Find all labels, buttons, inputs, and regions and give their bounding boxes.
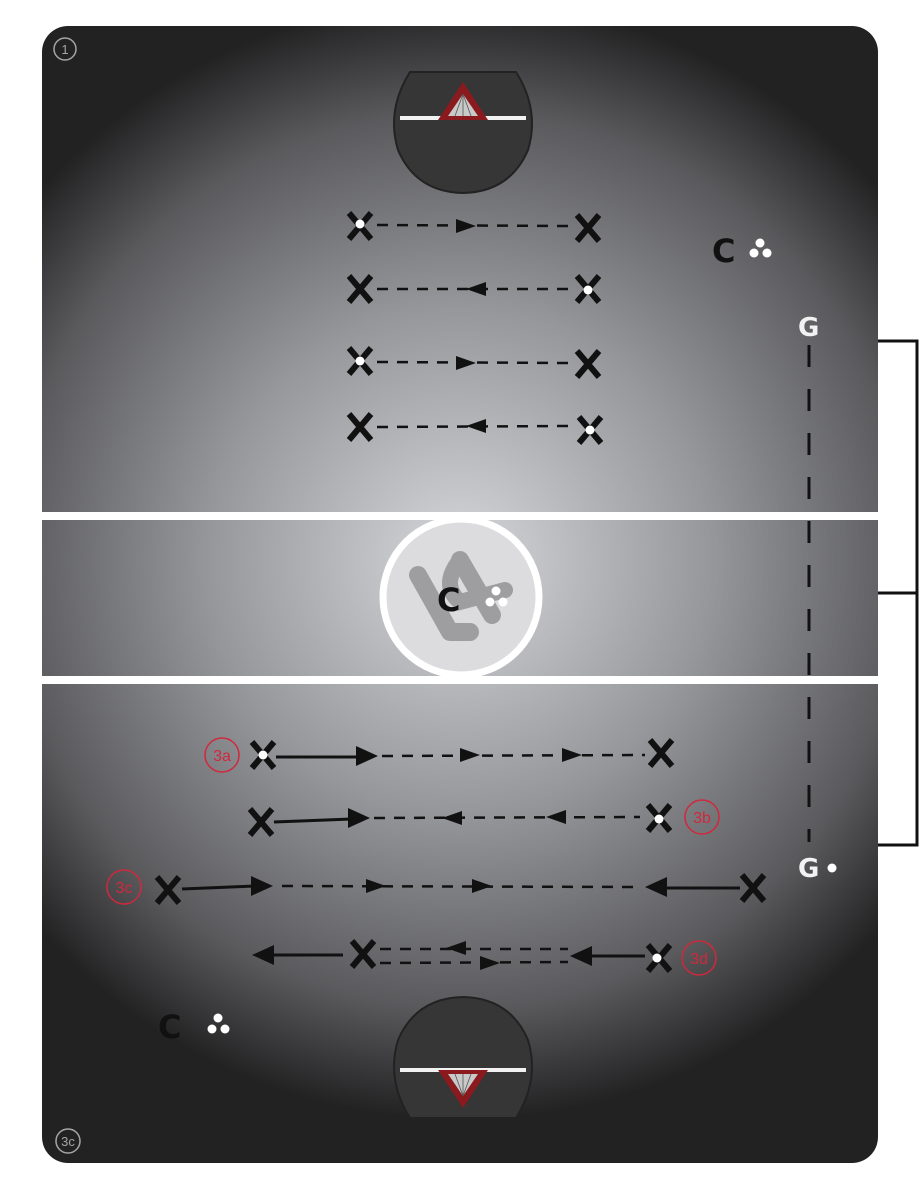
svg-text:C: C xyxy=(158,1008,181,1046)
svg-text:3a: 3a xyxy=(213,748,231,765)
svg-text:G: G xyxy=(798,854,819,884)
drill-label-3b: 3b xyxy=(684,799,720,835)
top-pass-drill xyxy=(349,213,601,443)
coach-bottom: C xyxy=(158,1008,230,1046)
balls-icon xyxy=(749,238,772,258)
pass-row xyxy=(349,276,599,302)
corner-label-bottom-left: 3c xyxy=(55,1128,81,1154)
svg-text:3b: 3b xyxy=(693,810,711,827)
drill-3a: 3a xyxy=(204,737,672,773)
drill-3b: 3b xyxy=(250,799,720,835)
svg-text:G: G xyxy=(798,313,819,343)
svg-text:3c: 3c xyxy=(61,1134,75,1149)
top-goal-crease xyxy=(393,71,533,195)
svg-text:C: C xyxy=(712,232,735,270)
svg-text:3c: 3c xyxy=(116,880,133,897)
goalie-bottom: G xyxy=(798,854,837,884)
ball-icon xyxy=(827,863,837,873)
drill-label-3d: 3d xyxy=(681,940,717,976)
pass-row xyxy=(349,414,601,443)
balls-icon xyxy=(485,586,508,607)
svg-text:1: 1 xyxy=(61,42,68,57)
svg-text:3d: 3d xyxy=(690,951,708,968)
bottom-goal-crease xyxy=(393,995,533,1119)
restraining-line-bottom xyxy=(42,676,878,684)
coach-top: C xyxy=(712,232,772,270)
bracket xyxy=(878,339,919,847)
drill-3d: 3d xyxy=(252,940,717,976)
drill-3c: 3c xyxy=(106,869,764,905)
goalie-top: G xyxy=(798,313,819,343)
drill-label-3a: 3a xyxy=(204,737,240,773)
center-faceoff-circle xyxy=(379,515,543,679)
pass-row xyxy=(349,348,599,377)
drill-label-3c: 3c xyxy=(106,869,142,905)
balls-icon xyxy=(207,1013,230,1034)
watermark-logo-icon xyxy=(409,551,513,641)
corner-label-top-left: 1 xyxy=(53,37,77,61)
coach-center: C xyxy=(437,581,508,619)
svg-text:C: C xyxy=(437,581,460,619)
pass-row xyxy=(349,213,599,241)
